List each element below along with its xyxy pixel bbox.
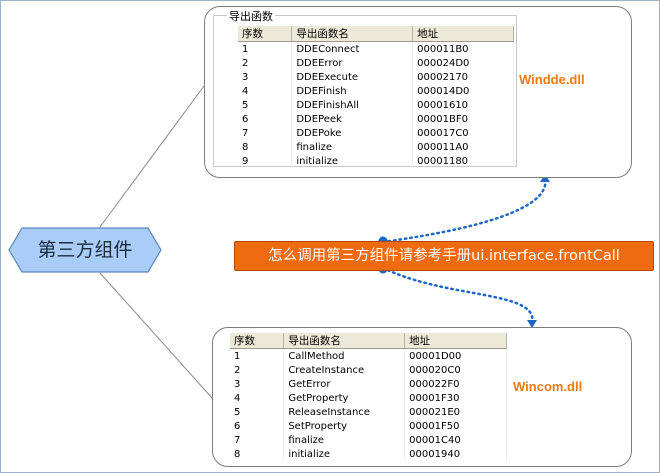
table-cell: DDEError <box>291 56 414 70</box>
link-to-wincom <box>381 266 534 326</box>
windde-panel-title: 导出函数 <box>227 8 275 24</box>
table-cell: 1 <box>238 41 293 56</box>
table-cell: 3 <box>238 70 293 84</box>
table-cell: 00001180 <box>412 154 514 168</box>
center-note-label: 怎么调用第三方组件请参考手册ui.interface.frontCall <box>268 248 620 264</box>
table-cell: 7 <box>238 126 293 140</box>
table-cell: 7 <box>230 433 285 447</box>
table-cell: 000017C0 <box>412 126 514 140</box>
table-cell: 000020C0 <box>404 363 507 377</box>
table-cell: 000011A0 <box>412 140 514 154</box>
table-cell: 2 <box>238 56 293 70</box>
table-cell: 1 <box>230 348 285 363</box>
table-cell: DDEPoke <box>291 126 414 140</box>
table-cell: 4 <box>238 84 293 98</box>
table-cell: finalize <box>283 433 406 447</box>
table-cell: 000011B0 <box>412 41 514 56</box>
table-cell: 00001F50 <box>404 419 507 433</box>
table-cell: 4 <box>230 391 285 405</box>
table-cell: 8 <box>230 447 285 461</box>
column-header[interactable]: 导出函数名 <box>291 26 414 42</box>
wincom-dll-label: Wincom.dll <box>513 379 583 394</box>
table-cell: DDEPeek <box>291 112 414 126</box>
root-label: 第三方组件 <box>37 239 133 261</box>
table-cell: 6 <box>238 112 293 126</box>
root-link-bottom <box>99 272 213 399</box>
table-cell: DDEConnect <box>291 41 414 56</box>
table-cell: GetError <box>283 377 406 391</box>
table-cell: 00002170 <box>412 70 514 84</box>
windde-dll-label: Windde.dll <box>519 72 585 87</box>
table-cell: 5 <box>230 405 285 419</box>
table-cell: 2 <box>230 363 285 377</box>
root-link-top <box>99 85 205 228</box>
link-to-windde <box>381 176 547 244</box>
table-cell: 00001610 <box>412 98 514 112</box>
center-note-box[interactable]: 怎么调用第三方组件请参考手册ui.interface.frontCall <box>234 241 654 271</box>
table-cell: CreateInstance <box>283 363 406 377</box>
arrow-to-windde-icon <box>540 174 550 182</box>
table-cell: SetProperty <box>283 419 406 433</box>
root-shape <box>8 227 162 273</box>
arrow-to-wincom-icon <box>527 320 537 328</box>
table-cell: CallMethod <box>283 348 406 363</box>
column-header[interactable]: 序数 <box>238 26 293 42</box>
table-cell: 000021E0 <box>404 405 507 419</box>
table-cell: initialize <box>283 447 406 461</box>
table-cell: GetProperty <box>283 391 406 405</box>
table-header-row: 序数导出函数名地址 <box>238 26 514 42</box>
table-cell: 6 <box>230 419 285 433</box>
table-cell: initialize <box>291 154 414 168</box>
table-cell: 000022F0 <box>404 377 507 391</box>
table-cell: 000024D0 <box>412 56 514 70</box>
table-cell: 3 <box>230 377 285 391</box>
table-cell: ReleaseInstance <box>283 405 406 419</box>
table-cell: 000014D0 <box>412 84 514 98</box>
table-header-row: 序数导出函数名地址 <box>230 333 507 349</box>
table-cell: 00001D00 <box>404 348 507 363</box>
table-cell: 00001BF0 <box>412 112 514 126</box>
table-cell: DDEFinishAll <box>291 98 414 112</box>
table-cell: 00001F30 <box>404 391 507 405</box>
column-header[interactable]: 导出函数名 <box>283 333 406 349</box>
table-cell: 5 <box>238 98 293 112</box>
table-cell: finalize <box>291 140 414 154</box>
column-header[interactable]: 序数 <box>230 333 285 349</box>
table-cell: DDEExecute <box>291 70 414 84</box>
table-cell: 00001940 <box>404 447 507 461</box>
table-cell: 9 <box>238 154 293 168</box>
table-cell: 8 <box>238 140 293 154</box>
column-header[interactable]: 地址 <box>404 333 507 349</box>
table-cell: 00001C40 <box>404 433 507 447</box>
column-header[interactable]: 地址 <box>412 26 514 42</box>
root-node[interactable]: 第三方组件 <box>8 227 162 273</box>
table-cell: DDEFinish <box>291 84 414 98</box>
